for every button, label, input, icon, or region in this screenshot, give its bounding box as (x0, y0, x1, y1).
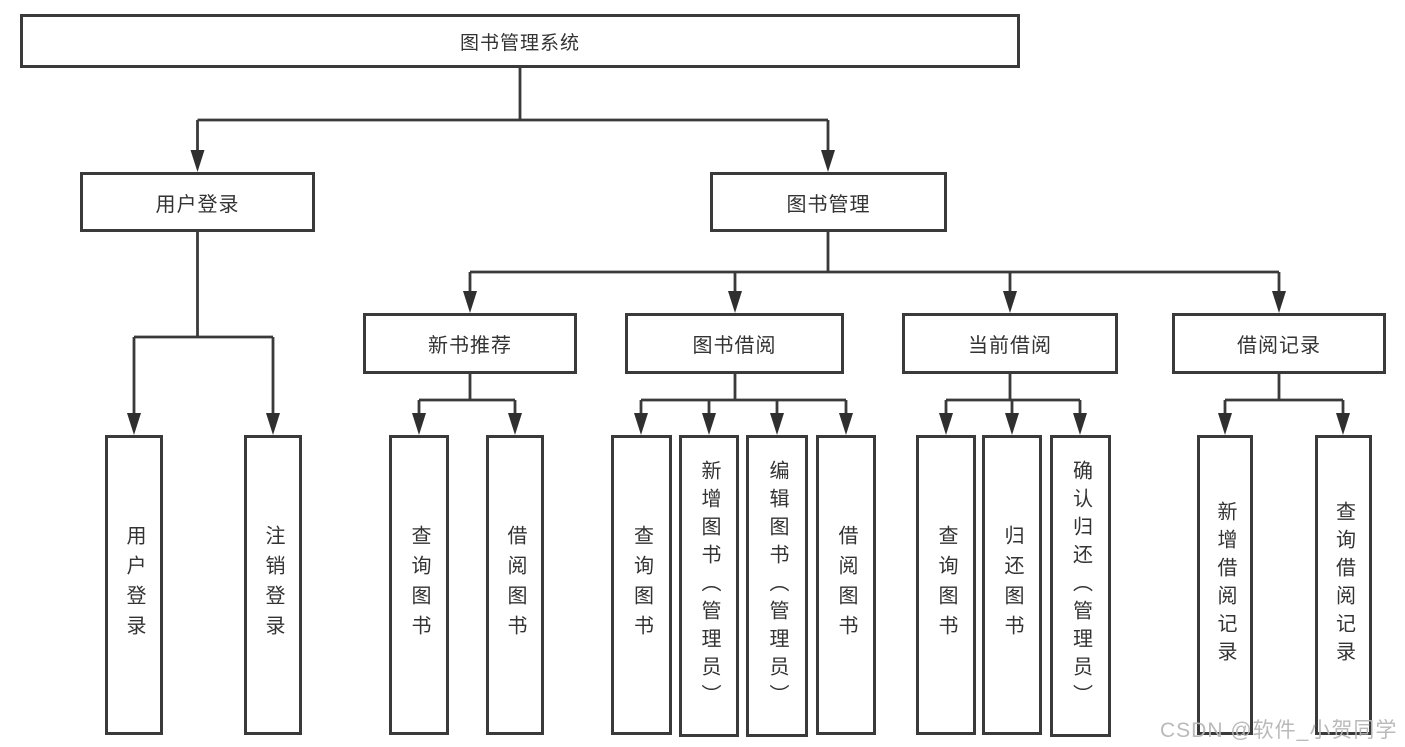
node-leaf-add-books-admin: 新增图书（管理员） (679, 435, 739, 737)
node-leaf-query-books-2: 查询图书 (611, 435, 672, 735)
node-leaf-logout: 注销登录 (244, 435, 302, 735)
node-label: 借阅图书 (504, 525, 526, 645)
node-label: 确认归还（管理员） (1069, 460, 1092, 712)
node-label: 用户登录 (123, 525, 145, 645)
node-library-management-system: 图书管理系统 (20, 14, 1020, 68)
node-label: 编辑图书（管理员） (766, 460, 788, 712)
node-label: 注销登录 (262, 525, 284, 645)
node-leaf-query-borrow-record: 查询借阅记录 (1315, 435, 1372, 735)
node-label: 借阅记录 (1237, 335, 1321, 357)
node-new-book-recommendation: 新书推荐 (363, 313, 577, 374)
node-label: 查询图书 (630, 525, 653, 645)
node-label: 查询借阅记录 (1332, 501, 1355, 669)
node-leaf-edit-books-admin: 编辑图书（管理员） (746, 435, 808, 737)
node-label: 归还图书 (1001, 525, 1023, 645)
node-label: 查询图书 (408, 525, 430, 645)
node-current-borrowing: 当前借阅 (902, 313, 1118, 374)
node-leaf-borrow-books-2: 借阅图书 (816, 435, 876, 735)
node-leaf-borrow-books-1: 借阅图书 (486, 435, 544, 735)
node-leaf-user-login: 用户登录 (105, 435, 163, 735)
node-user-login: 用户登录 (80, 172, 315, 232)
node-leaf-return-books: 归还图书 (982, 435, 1042, 735)
node-book-borrowing: 图书借阅 (625, 313, 844, 374)
node-book-management: 图书管理 (710, 172, 947, 232)
node-leaf-confirm-return-admin: 确认归还（管理员） (1050, 435, 1111, 737)
node-borrowing-records: 借阅记录 (1172, 313, 1386, 374)
node-label: 新增借阅记录 (1214, 501, 1236, 669)
node-label: 图书管理系统 (459, 32, 580, 54)
node-label: 新增图书（管理员） (698, 460, 720, 712)
node-label: 图书管理 (786, 193, 871, 216)
node-label: 当前借阅 (968, 335, 1052, 357)
node-label: 用户登录 (155, 193, 240, 216)
node-label: 新书推荐 (428, 335, 512, 357)
csdn-watermark: CSDN @软件_小贺同学 (1160, 719, 1398, 742)
node-label: 借阅图书 (835, 525, 857, 645)
node-label: 查询图书 (935, 525, 957, 645)
node-leaf-query-books-1: 查询图书 (389, 435, 449, 735)
node-label: 图书借阅 (692, 335, 777, 357)
node-leaf-add-borrow-record: 新增借阅记录 (1197, 435, 1253, 735)
node-leaf-query-books-3: 查询图书 (916, 435, 976, 735)
